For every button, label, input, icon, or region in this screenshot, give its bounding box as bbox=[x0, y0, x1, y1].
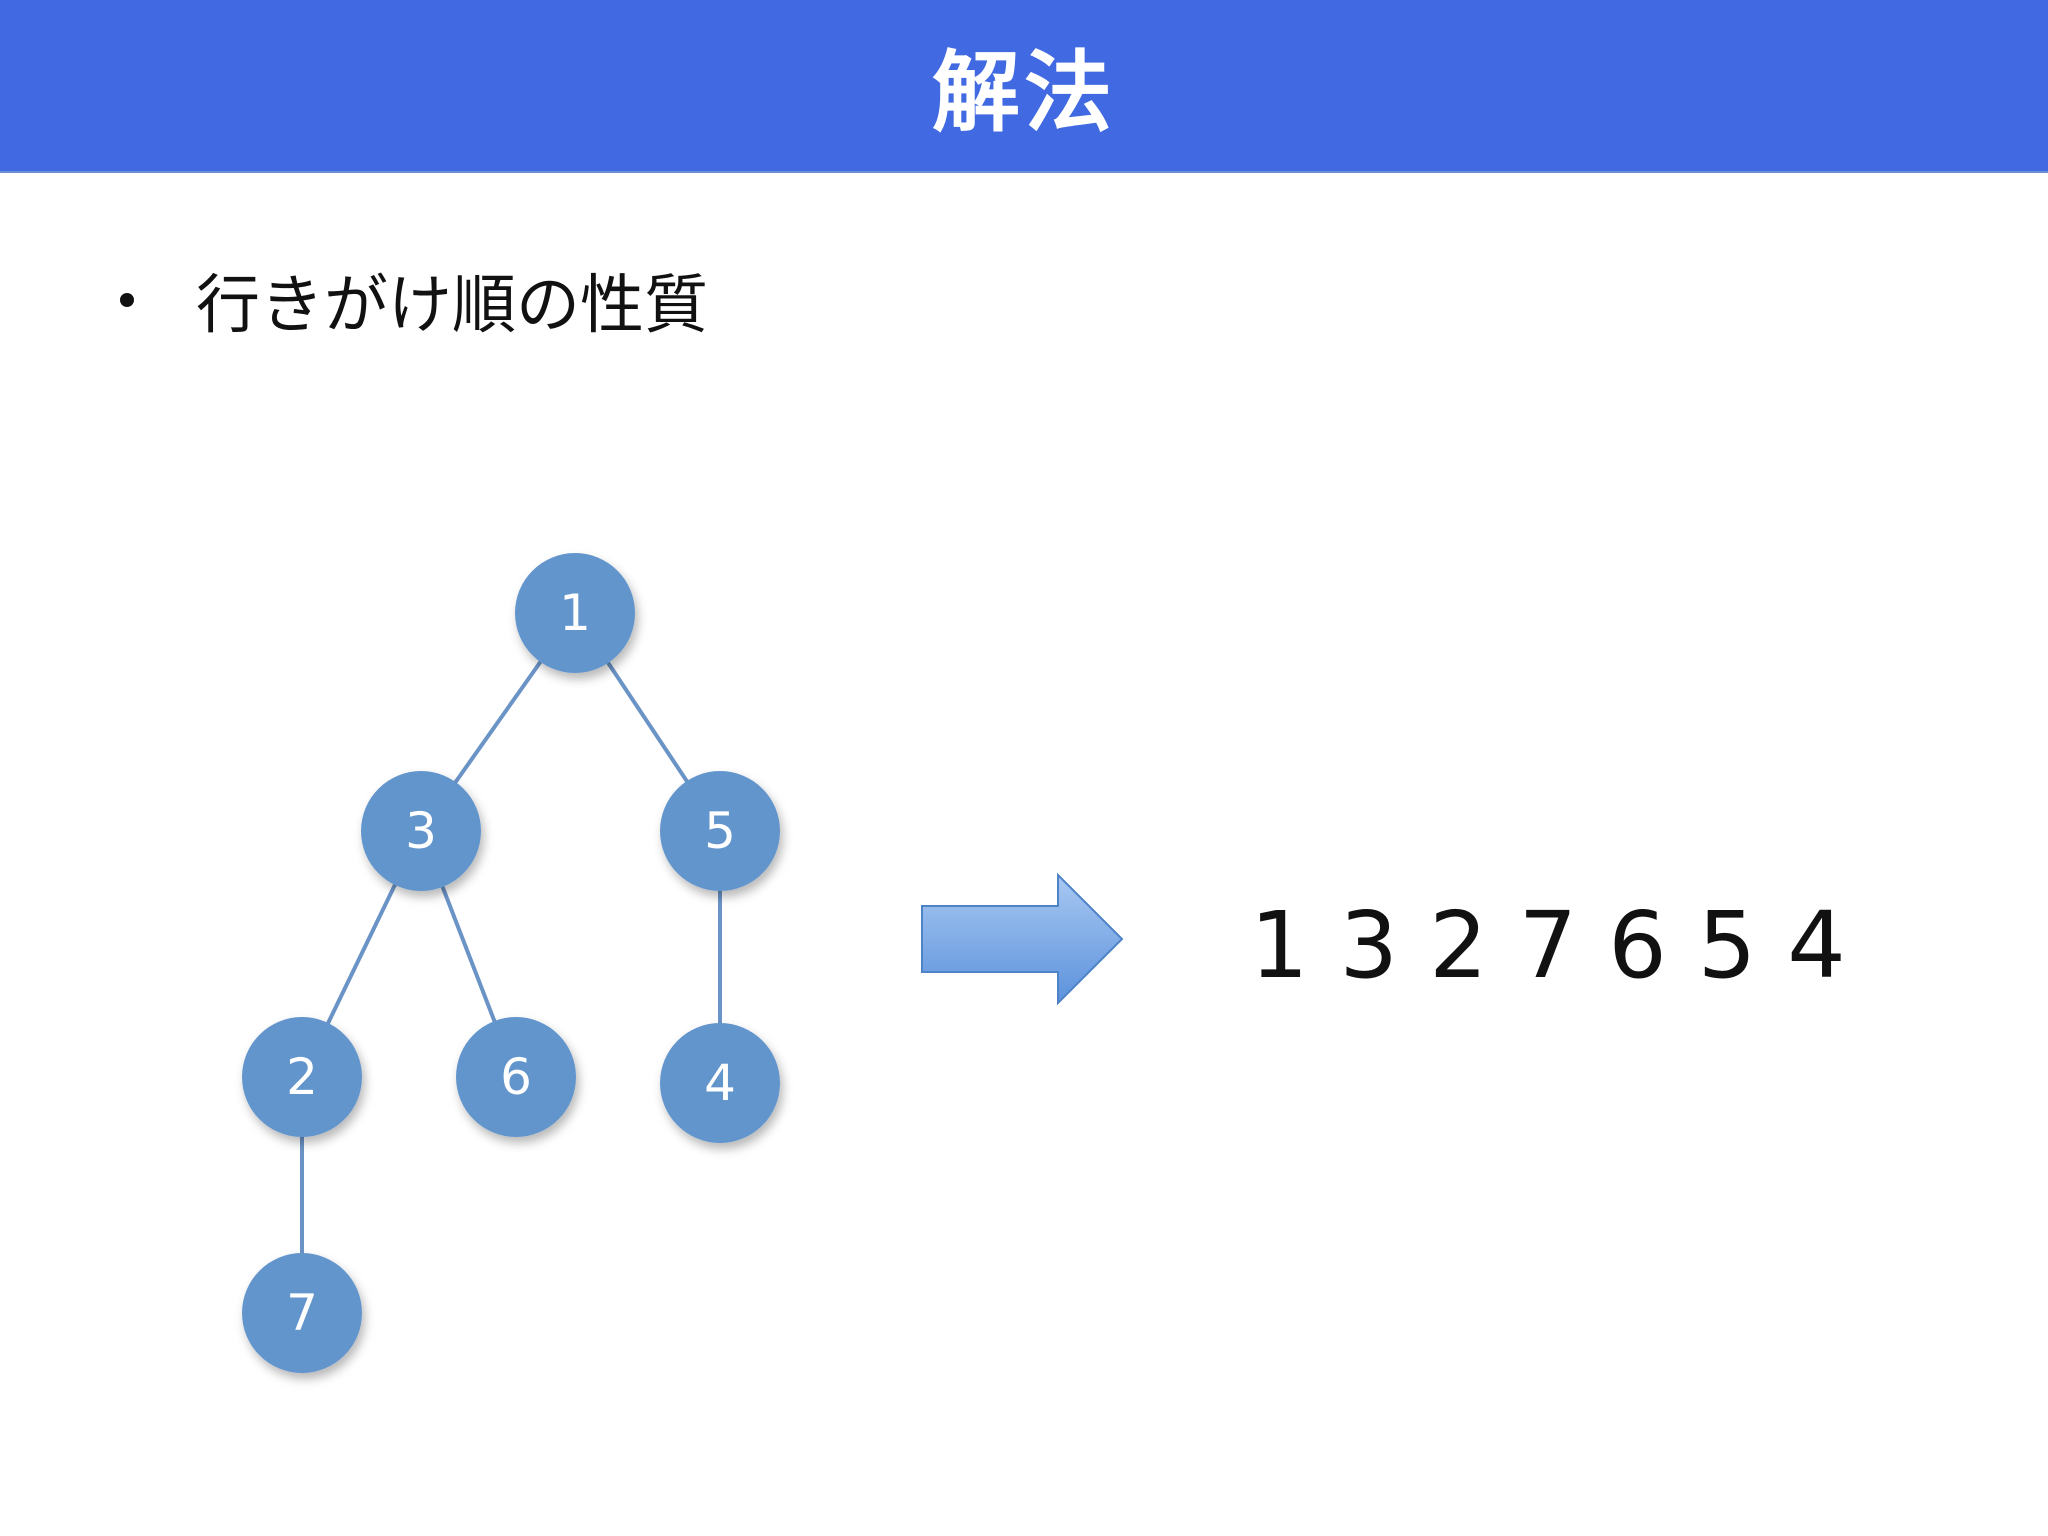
tree-node-circle bbox=[361, 771, 481, 891]
tree-node-label: 4 bbox=[704, 1054, 736, 1112]
tree-node-7: 7 bbox=[242, 1253, 362, 1373]
tree-node-label: 5 bbox=[704, 802, 736, 860]
tree-node-circle bbox=[660, 771, 780, 891]
tree-node-3: 3 bbox=[361, 771, 481, 891]
sequence-item: 2 bbox=[1429, 891, 1490, 999]
tree-node-circle bbox=[242, 1253, 362, 1373]
tree-node-6: 6 bbox=[456, 1017, 576, 1137]
tree-edges bbox=[300, 611, 722, 1313]
bullet-text: 行きがけ順の性質 bbox=[196, 269, 708, 343]
tree-nodes: 1 3 5 2 6 4 7 bbox=[242, 553, 780, 1373]
tree-node-circle bbox=[456, 1017, 576, 1137]
tree-node-1: 1 bbox=[515, 553, 635, 673]
tree-node-5: 5 bbox=[660, 771, 780, 891]
sequence-item: 4 bbox=[1787, 891, 1848, 999]
tree-node-2: 2 bbox=[242, 1017, 362, 1137]
sequence-item: 1 bbox=[1250, 891, 1311, 999]
right-arrow-icon bbox=[921, 872, 1124, 1006]
sequence-item: 7 bbox=[1518, 891, 1580, 999]
tree-node-circle bbox=[660, 1023, 780, 1143]
tree-node-4: 4 bbox=[660, 1023, 780, 1143]
tree-node-label: 3 bbox=[405, 802, 437, 860]
tree-node-circle bbox=[515, 553, 635, 673]
tree-node-label: 1 bbox=[559, 584, 591, 642]
title-bar: 解法 bbox=[0, 0, 2048, 173]
tree-node-label: 6 bbox=[500, 1048, 532, 1106]
sequence-item: 6 bbox=[1608, 891, 1669, 999]
slide-title: 解法 bbox=[931, 41, 1116, 144]
bullet-item: 行きがけ順の性質 bbox=[120, 255, 708, 345]
tree-node-circle bbox=[242, 1017, 362, 1137]
sequence-item: 5 bbox=[1697, 891, 1759, 999]
bullet-dot-icon bbox=[120, 293, 134, 307]
tree-node-label: 7 bbox=[286, 1284, 318, 1342]
tree-node-label: 2 bbox=[286, 1048, 318, 1106]
sequence-item: 3 bbox=[1339, 891, 1401, 999]
